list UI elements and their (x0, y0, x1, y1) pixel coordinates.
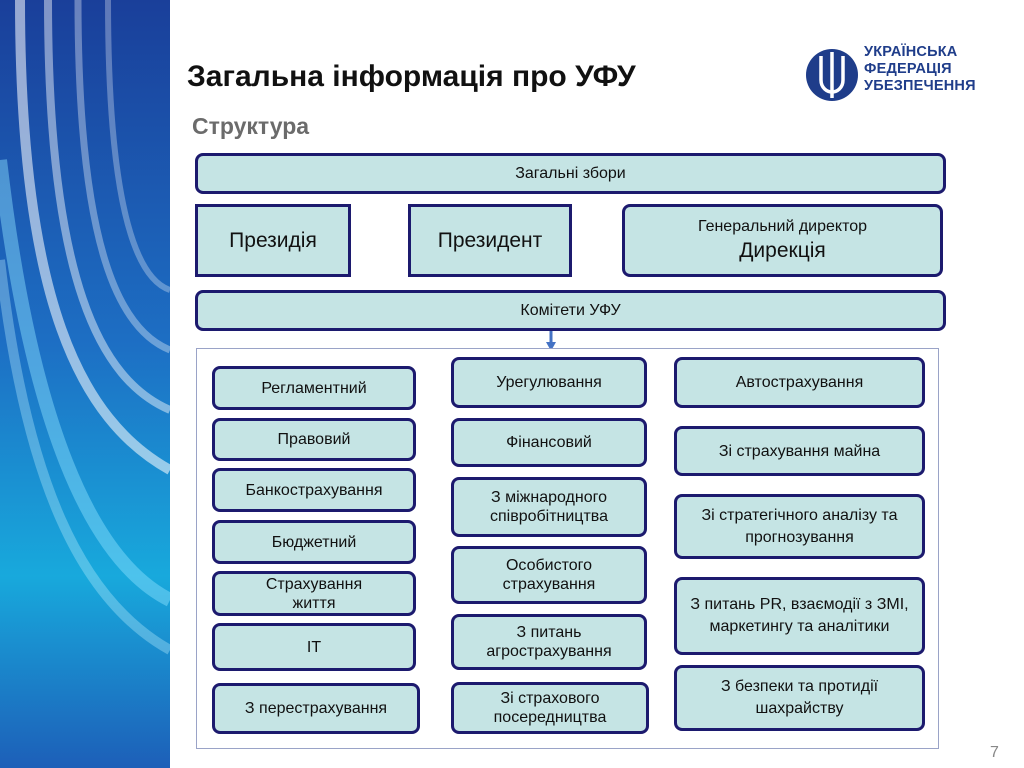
general-meeting-box: Загальні збори (195, 153, 946, 194)
committee-item: Зі страхування майна (674, 426, 925, 476)
committee-label: Бюджетний (271, 533, 357, 551)
committee-item: З міжнародного співробітництва (451, 477, 647, 537)
committee-label: З питань агрострахування (486, 624, 612, 660)
committee-item: Регламентний (212, 366, 416, 410)
committee-item: Правовий (212, 418, 416, 461)
committee-label: Правовий (277, 431, 351, 448)
committee-item: З безпеки та протидії шахрайству (674, 665, 925, 731)
president-label: Президент (437, 228, 543, 252)
committee-item: З питань агрострахування (451, 614, 647, 670)
decorative-side-band (0, 0, 170, 768)
committee-item: Бюджетний (212, 520, 416, 564)
committee-item: З перестрахування (212, 683, 420, 734)
committee-label: З міжнародного співробітництва (489, 489, 609, 525)
committee-label: З безпеки та протидії шахрайству (720, 678, 879, 717)
presidium-label: Президія (229, 228, 317, 252)
committee-item: Особистого страхування (451, 546, 647, 604)
general-meeting-label: Загальні збори (515, 165, 626, 182)
gen-director-label: Генеральний директор (697, 217, 868, 235)
committee-item: Зі стратегічного аналізу та прогнозуванн… (674, 494, 925, 559)
committee-item: ІТ (212, 623, 416, 671)
directorate-label: Дирекція (739, 238, 826, 262)
committee-item: З питань PR, взаємодії з ЗМІ, маркетингу… (674, 577, 925, 655)
committee-item: Фінансовий (451, 418, 647, 467)
committee-label: З питань PR, взаємодії з ЗМІ, маркетингу… (690, 596, 909, 635)
logo-line-1: УКРАЇНСЬКА (864, 44, 958, 60)
committee-label: Урегулювання (496, 374, 602, 391)
committee-item: Урегулювання (451, 357, 647, 408)
committee-label: ІТ (306, 638, 322, 656)
down-arrow-icon (546, 331, 556, 351)
committee-label: Регламентний (261, 379, 367, 397)
committee-label: Банкострахування (245, 481, 383, 499)
committee-label: Фінансовий (506, 434, 592, 451)
directorate-box: Генеральний директор Дирекція (622, 204, 943, 277)
committee-item: Зі страхового посередництва (451, 682, 649, 734)
committee-label: Особистого страхування (502, 557, 596, 593)
president-box: Президент (408, 204, 572, 277)
committee-label: Зі страхування майна (718, 442, 881, 460)
committee-label: З перестрахування (244, 700, 388, 717)
ufu-logo-icon (806, 49, 858, 101)
committee-label: Зі страхового посередництва (493, 690, 607, 726)
slide-title: Загальна інформація про УФУ (187, 60, 636, 93)
logo-text: УКРАЇНСЬКА ФЕДЕРАЦІЯ УБЕЗПЕЧЕННЯ (864, 44, 976, 95)
committee-item: Банкострахування (212, 468, 416, 512)
committee-item: Автострахування (674, 357, 925, 408)
logo-line-2: ФЕДЕРАЦІЯ (864, 61, 952, 77)
committee-label: Автострахування (735, 374, 864, 391)
committees-label: Комітети УФУ (520, 302, 621, 319)
slide-subtitle: Структура (192, 113, 310, 139)
committee-label: Зі стратегічного аналізу та прогнозуванн… (701, 506, 898, 546)
committee-label: Страхування життя (265, 575, 363, 612)
committee-item: Страхування життя (212, 571, 416, 616)
presidium-box: Президія (195, 204, 351, 277)
logo-line-3: УБЕЗПЕЧЕННЯ (864, 78, 976, 94)
page-number: 7 (990, 744, 999, 761)
committees-box: Комітети УФУ (195, 290, 946, 331)
